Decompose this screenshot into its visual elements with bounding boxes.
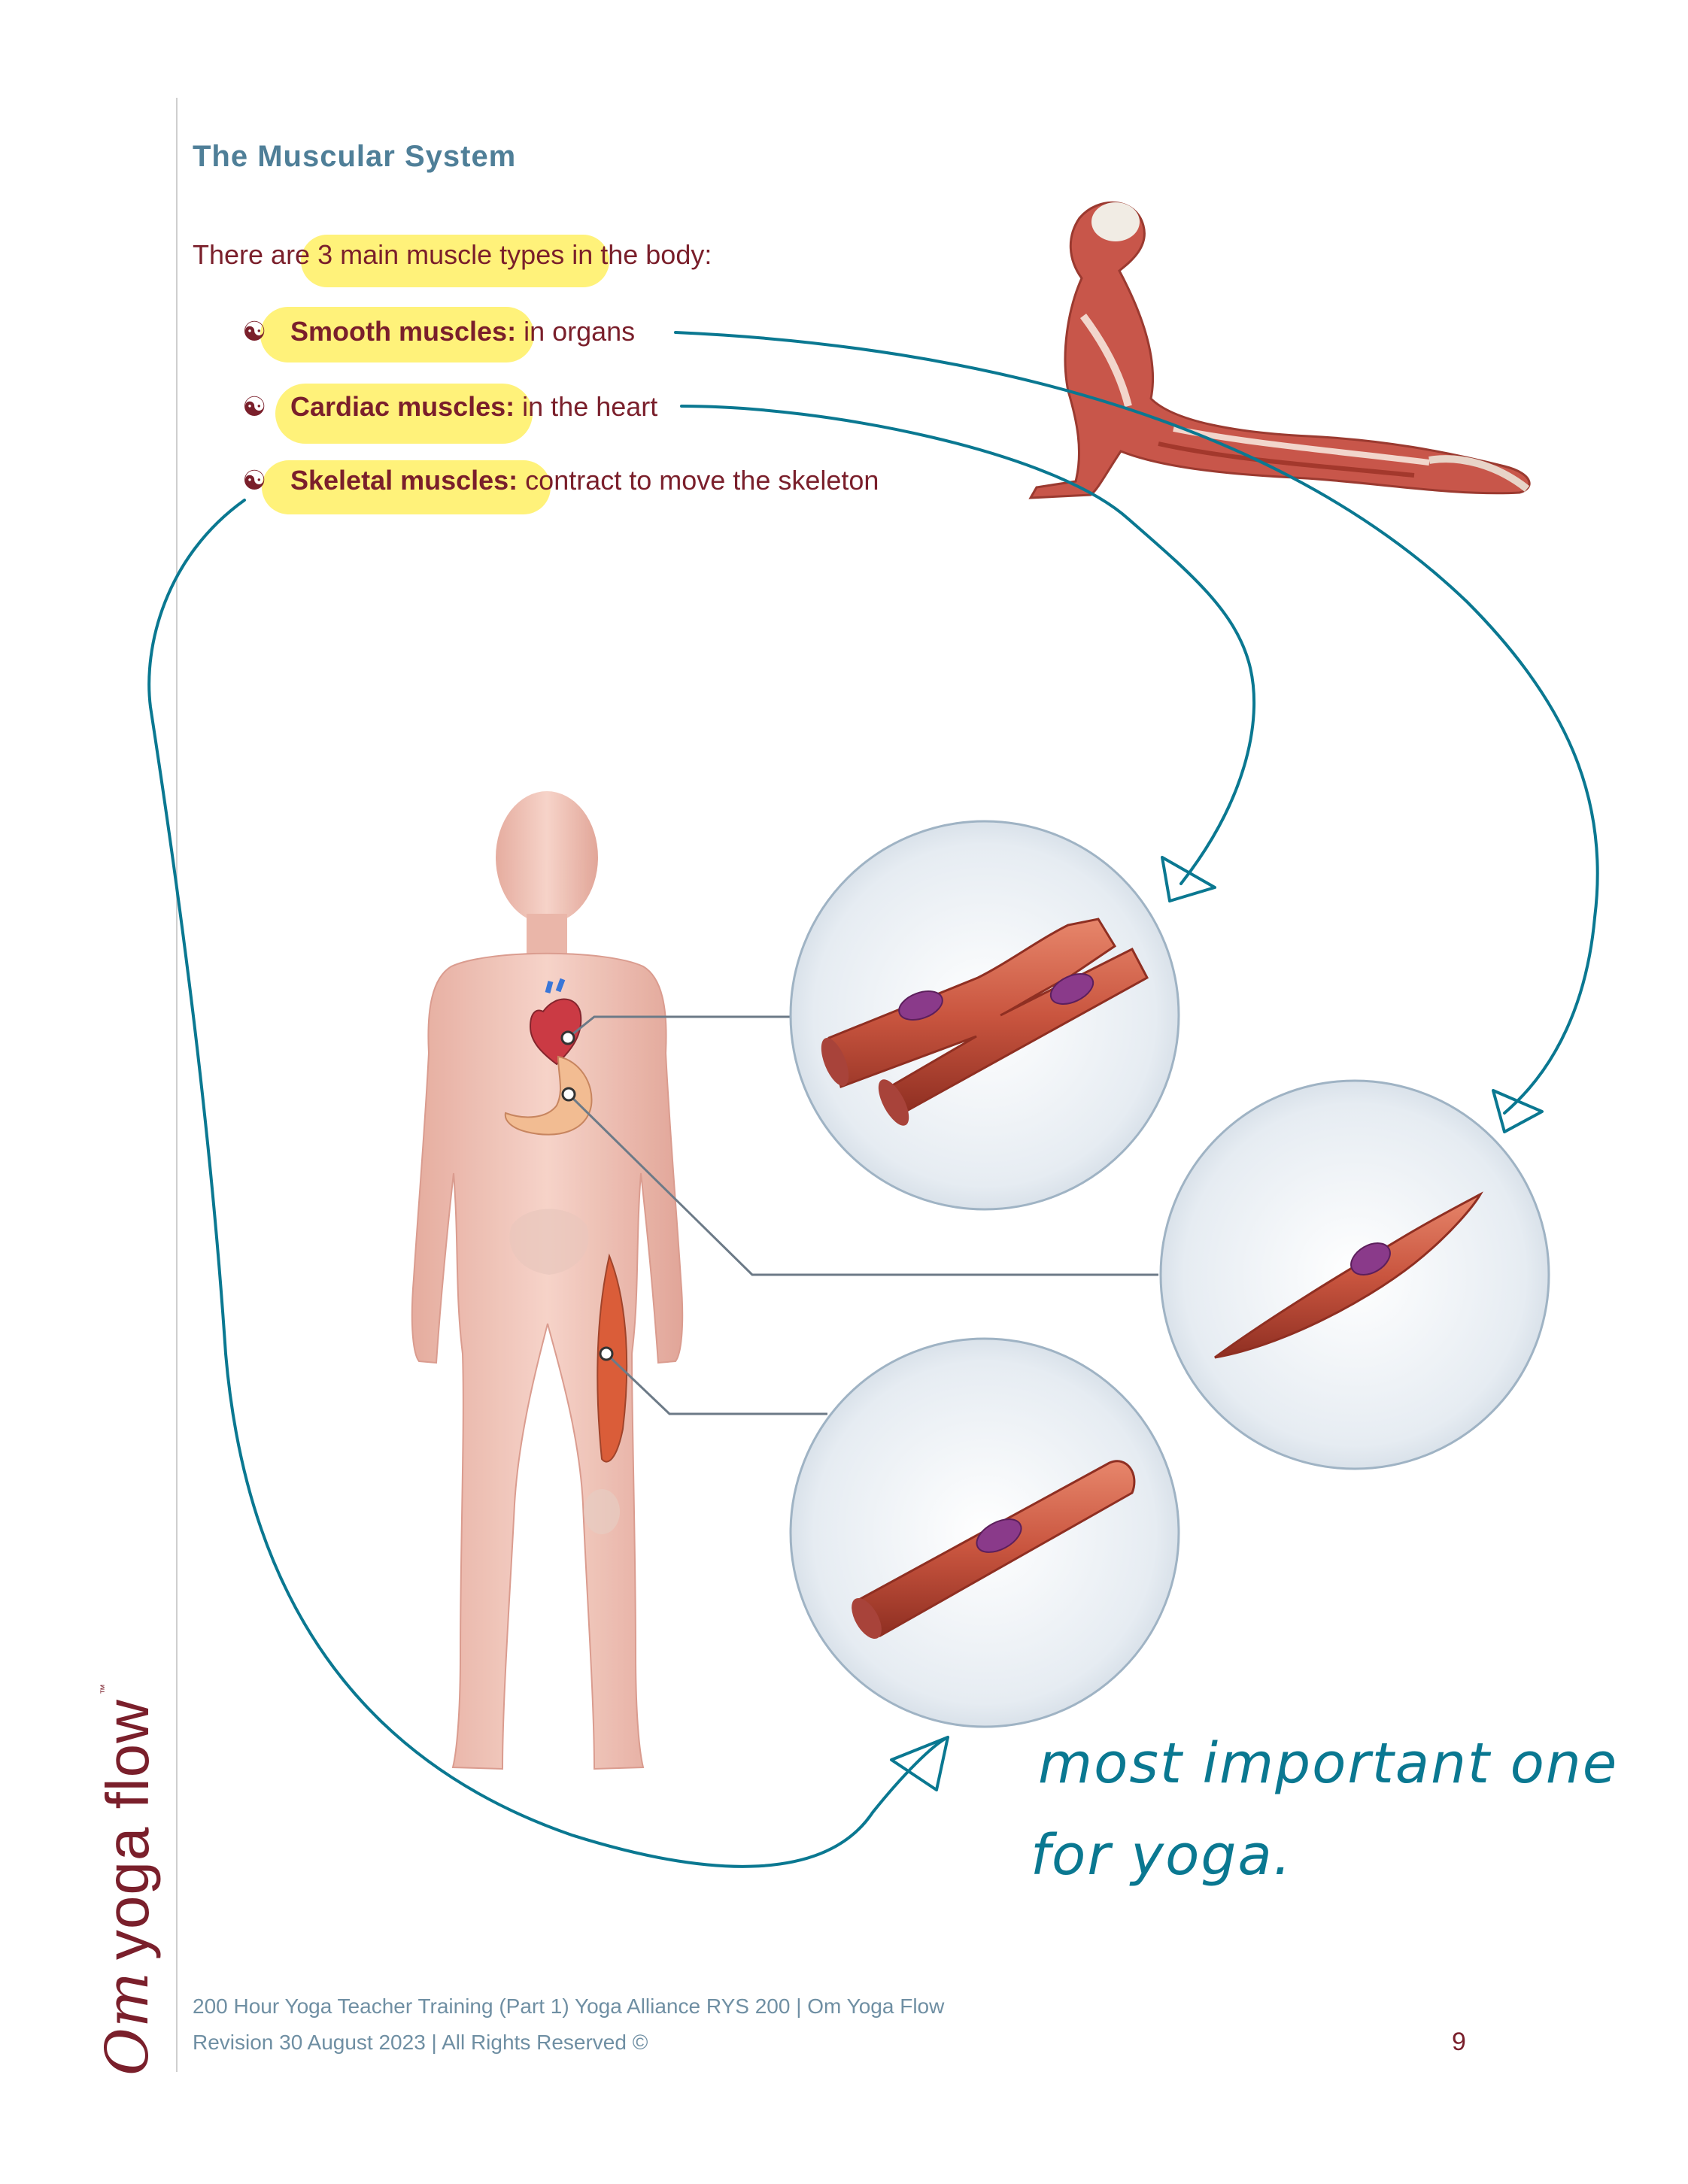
handwritten-note-line1: most important one xyxy=(1038,1731,1618,1796)
bullet-term: Smooth muscles: xyxy=(290,316,517,347)
handwritten-note-line2: for yoga. xyxy=(1031,1823,1292,1888)
smooth-muscle-circle xyxy=(1159,1079,1550,1470)
highlight-mark xyxy=(301,235,609,287)
yin-yang-icon: ☯ xyxy=(242,316,267,347)
yin-yang-icon: ☯ xyxy=(242,391,267,422)
annotation-arrows xyxy=(147,331,1599,1868)
footer-line2: Revision 30 August 2023 | All Rights Res… xyxy=(193,2031,648,2054)
bullet-term: Cardiac muscles: xyxy=(290,391,515,422)
skeletal-muscle-circle xyxy=(789,1337,1180,1728)
page-title: The Muscular System xyxy=(193,140,517,173)
bullet-smooth: ☯ Smooth muscles: in organs xyxy=(242,316,635,347)
highlight-mark xyxy=(275,384,533,444)
intro-text: There are 3 main muscle types in the bod… xyxy=(193,239,712,270)
yin-yang-icon: ☯ xyxy=(242,465,267,496)
bullet-desc: contract to move the skeleton xyxy=(518,465,879,496)
page-number: 9 xyxy=(1452,2028,1466,2056)
footer-line1: 200 Hour Yoga Teacher Training (Part 1) … xyxy=(193,1994,945,2018)
bullet-term: Skeletal muscles: xyxy=(290,465,518,496)
connector-dot xyxy=(560,1030,575,1045)
connector-dot xyxy=(561,1087,576,1102)
bullet-skeletal: ☯ Skeletal muscles: contract to move the … xyxy=(242,465,879,496)
bullet-cardiac: ☯ Cardiac muscles: in the heart xyxy=(242,391,657,423)
highlight-mark xyxy=(262,460,551,514)
bullet-desc: in organs xyxy=(516,316,636,347)
connector-dot xyxy=(599,1346,614,1361)
human-body-figure xyxy=(411,791,684,1770)
cardiac-muscle-circle xyxy=(789,820,1180,1211)
margin-rule xyxy=(176,98,178,2072)
leader-lines xyxy=(567,1015,1158,1415)
highlight-mark xyxy=(260,307,534,362)
cobra-pose-figure xyxy=(1028,201,1531,499)
bullet-desc: in the heart xyxy=(515,391,658,422)
